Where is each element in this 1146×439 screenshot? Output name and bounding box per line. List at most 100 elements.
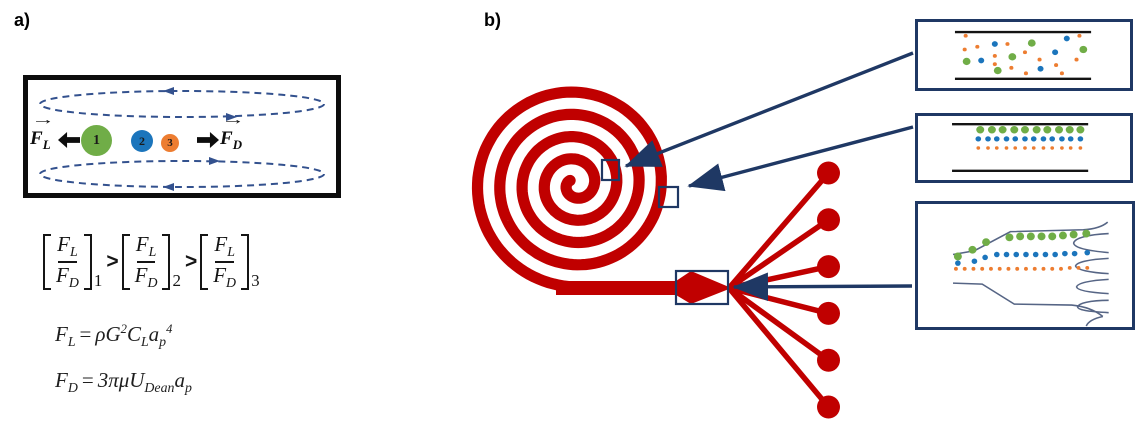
green-particle [1016,232,1025,241]
blue-particle [1040,136,1047,142]
right-bracket [162,234,171,290]
blue-particle [985,136,991,142]
orange-particle [1004,146,1009,150]
blue-particle [1022,136,1028,142]
green-particle [1069,230,1078,239]
orange-particle [1006,266,1011,271]
blue-particle [1084,249,1091,256]
green-particle [993,66,1002,75]
green-particle [962,57,971,66]
blue-particle [1023,251,1029,258]
orange-particle [1009,65,1014,70]
blue-particle [1030,136,1037,142]
inset-mixed-suspension [915,19,1133,91]
drag-force-equation: FD=3πμUDeanap [55,368,192,396]
green-particle [968,245,977,254]
inset-mixed-svg [954,30,1092,81]
inset-outlet-svg [952,221,1109,327]
blue-particle [1067,136,1074,142]
orange-particle [953,266,958,271]
fraction-bar [136,261,156,263]
orange-particle [1022,50,1028,55]
vortex-arrow-right-icon [226,113,237,121]
outlet-reservoir [817,395,840,419]
blue-particle [991,41,998,47]
orange-particle [1041,146,1046,150]
orange-particle [962,47,967,52]
blue-particle [1013,251,1020,258]
orange-particle [1078,146,1083,150]
callout-arrow-inset3 [732,272,913,302]
blue-particle [1071,250,1078,257]
left-bracket [121,234,130,290]
vector-arrow-icon: → [221,113,245,128]
orange-particle [962,266,967,271]
vortex-arrow-left-icon [163,183,174,191]
outlet-wall-bottom [952,282,1104,318]
outlet-reservoir [817,161,840,185]
panel-b-label: b) [484,10,501,30]
green-particle [1065,125,1074,134]
fraction-bar [215,261,235,263]
blue-particle [1062,250,1068,257]
particle-1-large-green: 1 [81,125,112,156]
outlet-divider-2 [1074,257,1109,275]
orange-particle [1023,71,1028,76]
dean-vortex-bottom [39,160,325,188]
outlet-divider-1 [1072,232,1109,254]
zoom-region-inner-loop [600,158,621,182]
orange-particle [1068,146,1073,150]
inset-focused-svg [952,123,1089,173]
blue-particle [1049,136,1056,142]
drag-force-label: →FD [220,113,245,152]
orange-particle [1059,266,1063,271]
green-particle [1055,125,1063,134]
green-particle [1027,39,1036,47]
orange-particle [1067,265,1072,270]
blue-particle [1012,136,1019,142]
orange-particle [1077,33,1082,38]
blue-particle [1052,49,1059,56]
orange-particle [976,146,981,150]
orange-particle [1059,71,1064,76]
orange-particle [1041,266,1046,271]
blue-particle [978,57,985,64]
force-left-arrow-icon [58,132,80,148]
lift-force-label: →FL [30,113,55,152]
blue-particle [1032,251,1039,258]
outlet-divider-3 [1075,278,1109,295]
orange-particle [994,146,999,150]
green-particle [1005,233,1014,242]
orange-particle [1074,57,1079,62]
green-particle [1020,125,1029,134]
orange-particle [1005,42,1010,46]
blue-particle [971,258,978,264]
orange-particle [1060,146,1064,150]
orange-particle [1037,57,1042,62]
green-particle [1037,232,1046,241]
force-right-arrow-icon [197,132,219,148]
spiral-microchannel [471,86,667,293]
green-particle [1010,125,1019,134]
blue-particle [1037,65,1044,72]
outlet-reservoir [817,208,840,232]
orange-particle [997,266,1002,271]
orange-particle [980,266,985,271]
green-particle [1043,125,1052,134]
blue-particle [1003,251,1010,258]
left-bracket [43,234,51,290]
green-particle [1082,229,1091,238]
orange-particle [986,146,990,150]
blue-particle [1003,136,1010,142]
dean-vortex-top [39,90,325,118]
orange-particle [1050,266,1055,271]
callout-arrow-inset1 [624,51,914,168]
outlet-reservoir [817,255,840,279]
zoom-region-outlet [674,269,730,306]
orange-particle [971,266,976,271]
outlet-reservoir [817,348,840,372]
orange-particle [1013,146,1018,150]
channel-cross-section: →FL 1 2 3 →FD [23,75,341,198]
